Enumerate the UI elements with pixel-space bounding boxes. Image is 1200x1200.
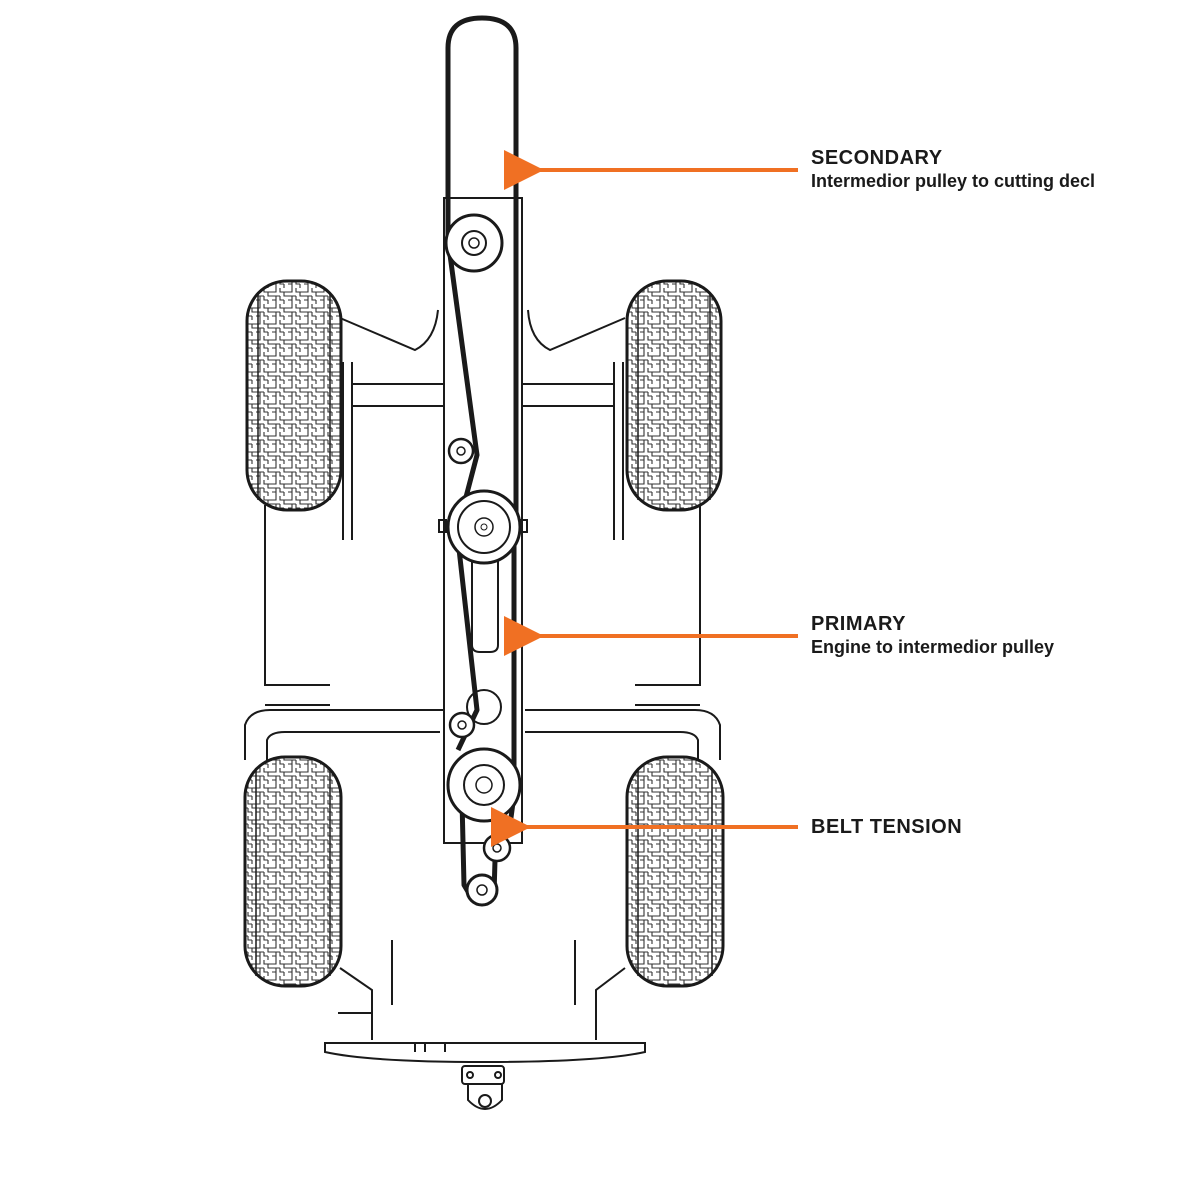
pulley-intermediate: [446, 489, 522, 565]
secondary-description: Intermedior pulley to cutting decl: [811, 171, 1096, 191]
pulley-engine: [446, 747, 522, 823]
pulley-top: [444, 213, 504, 273]
belt-tension-title: BELT TENSION: [811, 816, 963, 838]
pulley-bottom: [465, 873, 499, 907]
wheel-front-left: [245, 279, 343, 512]
secondary-title: SECONDARY: [811, 147, 943, 169]
wheel-front-right: [625, 279, 723, 512]
primary-description: Engine to intermedior pulley: [811, 637, 1055, 657]
belt-tension-callout: BELT TENSION: [811, 815, 962, 839]
primary-title: PRIMARY: [811, 613, 906, 635]
pulley-idler-lower: [448, 711, 476, 739]
wheel-rear-left: [243, 755, 343, 988]
secondary-callout: SECONDARY Intermedior pulley to cutting …: [811, 146, 1095, 192]
secondary-belt: [445, 15, 519, 521]
wheel-rear-right: [625, 755, 725, 988]
pulley-idler-upper: [447, 437, 475, 465]
primary-callout: PRIMARY Engine to intermedior pulley: [811, 612, 1054, 658]
mower-chassis: [244, 197, 721, 1110]
pulley-tensioner: [482, 833, 512, 863]
